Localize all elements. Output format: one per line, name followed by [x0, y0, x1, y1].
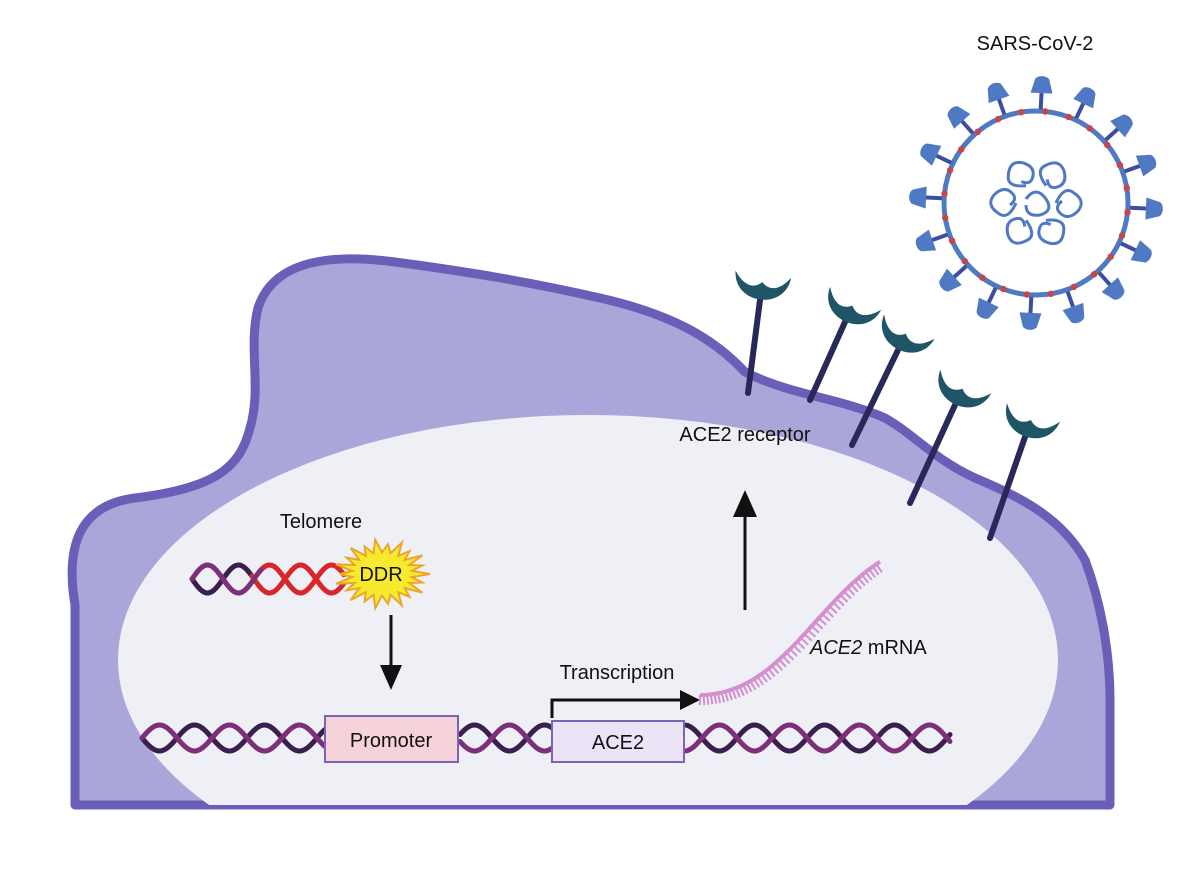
virus-membrane-protein	[958, 146, 964, 152]
virus-membrane-protein	[1042, 108, 1048, 114]
ace2-receptor-icon	[810, 287, 881, 400]
virus-membrane-protein	[947, 167, 953, 173]
receptor-head	[999, 403, 1060, 445]
telomere-label: Telomere	[280, 511, 362, 533]
receptor-head	[732, 271, 791, 304]
virus-membrane-protein	[1124, 185, 1130, 191]
mrna-base	[707, 695, 708, 705]
mrna-base	[704, 695, 705, 705]
spike-protein-icon	[1129, 197, 1163, 221]
virus-membrane-protein	[995, 116, 1001, 122]
virus-membrane-protein	[1119, 232, 1125, 238]
receptor-stem	[810, 322, 845, 400]
virus-membrane-protein	[1048, 291, 1054, 297]
virus-membrane-protein	[1000, 286, 1006, 292]
virus-membrane-protein	[1065, 114, 1071, 120]
promoter-label: Promoter	[350, 730, 433, 752]
virus-membrane-protein	[942, 215, 948, 221]
receptor-head	[873, 314, 935, 361]
virus-membrane-protein	[1087, 125, 1093, 131]
receptor-head	[930, 370, 992, 417]
virus-membrane-protein	[1071, 284, 1077, 290]
virus-membrane-protein	[949, 238, 955, 244]
virus-membrane-protein	[1018, 109, 1024, 115]
virus-membrane-protein	[1108, 254, 1114, 260]
mrna-label: ACE2 mRNA	[809, 637, 927, 659]
ace2-gene-box: ACE2	[552, 721, 684, 762]
virus-membrane-protein	[979, 275, 985, 281]
spike-protein-icon	[1019, 296, 1043, 330]
virus-membrane-protein	[1124, 209, 1130, 215]
virus-membrane-protein	[1091, 271, 1097, 277]
transcription-label: Transcription	[560, 662, 675, 684]
sars-cov-2-icon	[909, 76, 1164, 331]
mrna-gene-name: ACE2	[809, 637, 862, 659]
promoter-box: Promoter	[325, 716, 458, 762]
cell	[72, 259, 1110, 873]
ddr-label: DDR	[359, 564, 402, 586]
mrna-suffix: mRNA	[862, 637, 927, 659]
virus-membrane-protein	[962, 258, 968, 264]
virus-membrane-protein	[941, 191, 947, 197]
virus-membrane-protein	[1024, 291, 1030, 297]
virus-envelope	[944, 111, 1128, 295]
spike-protein-icon	[909, 186, 943, 210]
virus-membrane-protein	[1104, 142, 1110, 148]
dna-strand-b	[948, 739, 950, 741]
virus-membrane-protein	[975, 129, 981, 135]
gene-label: ACE2	[592, 732, 644, 754]
spike-protein-icon	[1030, 76, 1054, 110]
receptor-label: ACE2 receptor	[679, 424, 811, 446]
virus-membrane-protein	[1117, 162, 1123, 168]
virus-label: SARS-CoV-2	[977, 33, 1094, 55]
receptor-head	[820, 287, 882, 333]
